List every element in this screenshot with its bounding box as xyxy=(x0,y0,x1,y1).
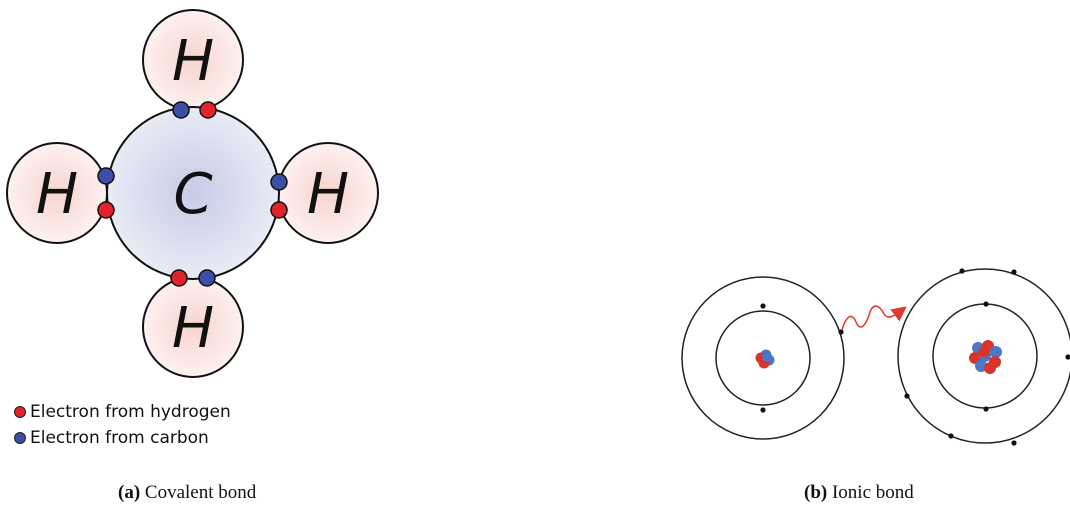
acceptor-electron xyxy=(1011,269,1017,275)
carbon-electron xyxy=(172,101,190,119)
donor-nucleus xyxy=(755,349,775,369)
hydrogen-label-top: H xyxy=(172,29,214,94)
electron-transfer-arrow xyxy=(841,305,907,331)
acceptor-electron xyxy=(904,393,910,399)
carbon-label: C xyxy=(173,162,212,227)
caption-text: Covalent bond xyxy=(144,482,257,503)
acceptor-electron xyxy=(1065,354,1070,360)
hydrogen-electron xyxy=(97,201,115,219)
hydrogen-electron xyxy=(270,201,288,219)
carbon-atom xyxy=(106,106,280,280)
covalent-bond-panel: C H H H H Electron from hydrogen Electro… xyxy=(0,0,390,507)
acceptor-electron xyxy=(1011,440,1017,446)
caption-label: (a) xyxy=(118,482,141,503)
hydrogen-electron-swatch xyxy=(14,406,26,418)
hydrogen-label-left: H xyxy=(36,162,78,227)
caption-label: (b) xyxy=(804,482,828,503)
carbon-electron xyxy=(97,167,115,185)
donor-electron xyxy=(760,303,766,309)
legend-label-carbon: Electron from carbon xyxy=(30,428,209,448)
caption-covalent: (a) Covalent bond xyxy=(118,482,256,504)
hydrogen-label-bottom: H xyxy=(172,296,214,361)
acceptor-electron xyxy=(959,268,965,274)
donor-valence-electron xyxy=(838,329,844,335)
donor-inner-shell xyxy=(715,310,811,406)
carbon-electron-swatch xyxy=(14,432,26,444)
ionic-diagram xyxy=(681,268,1070,446)
ionic-bond-panel: (b) Ionic bond xyxy=(670,0,1070,507)
carbon-electron xyxy=(270,173,288,191)
acceptor-electron xyxy=(983,406,989,412)
acceptor-outer-shell xyxy=(897,268,1070,444)
legend-item-hydrogen: Electron from hydrogen xyxy=(14,402,231,422)
caption-ionic: (b) Ionic bond xyxy=(804,482,914,504)
donor-electron xyxy=(760,407,766,413)
acceptor-electron xyxy=(948,433,954,439)
carbon-electron xyxy=(198,269,216,287)
hydrogen-electron xyxy=(199,101,217,119)
acceptor-electron xyxy=(983,301,989,307)
methane-diagram: C H H H H xyxy=(6,9,379,378)
acceptor-nucleus xyxy=(969,340,1002,374)
legend-label-hydrogen: Electron from hydrogen xyxy=(30,402,231,422)
hydrogen-electron xyxy=(170,269,188,287)
donor-outer-shell xyxy=(681,276,845,440)
legend-item-carbon: Electron from carbon xyxy=(14,428,209,448)
hydrogen-label-right: H xyxy=(307,162,349,227)
caption-text: Ionic bond xyxy=(831,482,914,503)
